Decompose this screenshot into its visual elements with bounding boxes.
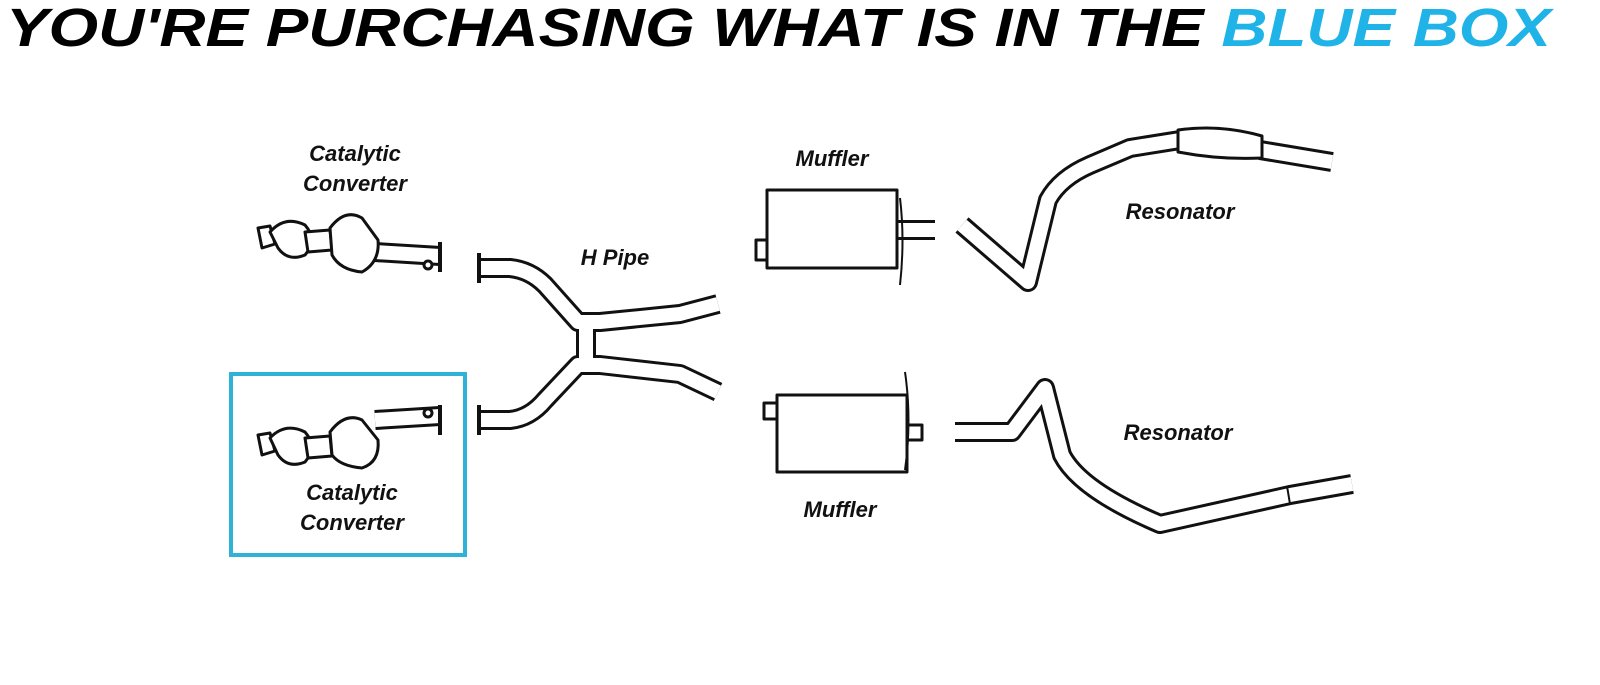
page-title: YOU'RE PURCHASING WHAT IS IN THE BLUE BO… xyxy=(6,0,1555,58)
label-muffler-top: Muffler xyxy=(796,146,870,171)
label-resonator-top: Resonator xyxy=(1126,199,1236,224)
label-h-pipe: H Pipe xyxy=(581,245,649,270)
title-highlight: BLUE BOX xyxy=(1221,0,1554,58)
label-resonator-bottom: Resonator xyxy=(1124,420,1234,445)
catalytic-converter-top xyxy=(256,213,442,274)
resonator-top xyxy=(955,126,1334,292)
label-converter-bottom: Converter xyxy=(300,510,405,535)
label-catalytic-top: Catalytic xyxy=(309,141,401,166)
selected-product-box xyxy=(229,372,467,557)
label-converter-top: Converter xyxy=(303,171,408,196)
h-pipe xyxy=(477,253,723,435)
label-muffler-bottom: Muffler xyxy=(804,497,878,522)
catalytic-converter-bottom xyxy=(256,405,442,470)
muffler-bottom xyxy=(762,371,924,474)
muffler-top xyxy=(754,188,935,286)
label-catalytic-bottom: Catalytic xyxy=(306,480,398,505)
resonator-bottom xyxy=(955,378,1354,534)
